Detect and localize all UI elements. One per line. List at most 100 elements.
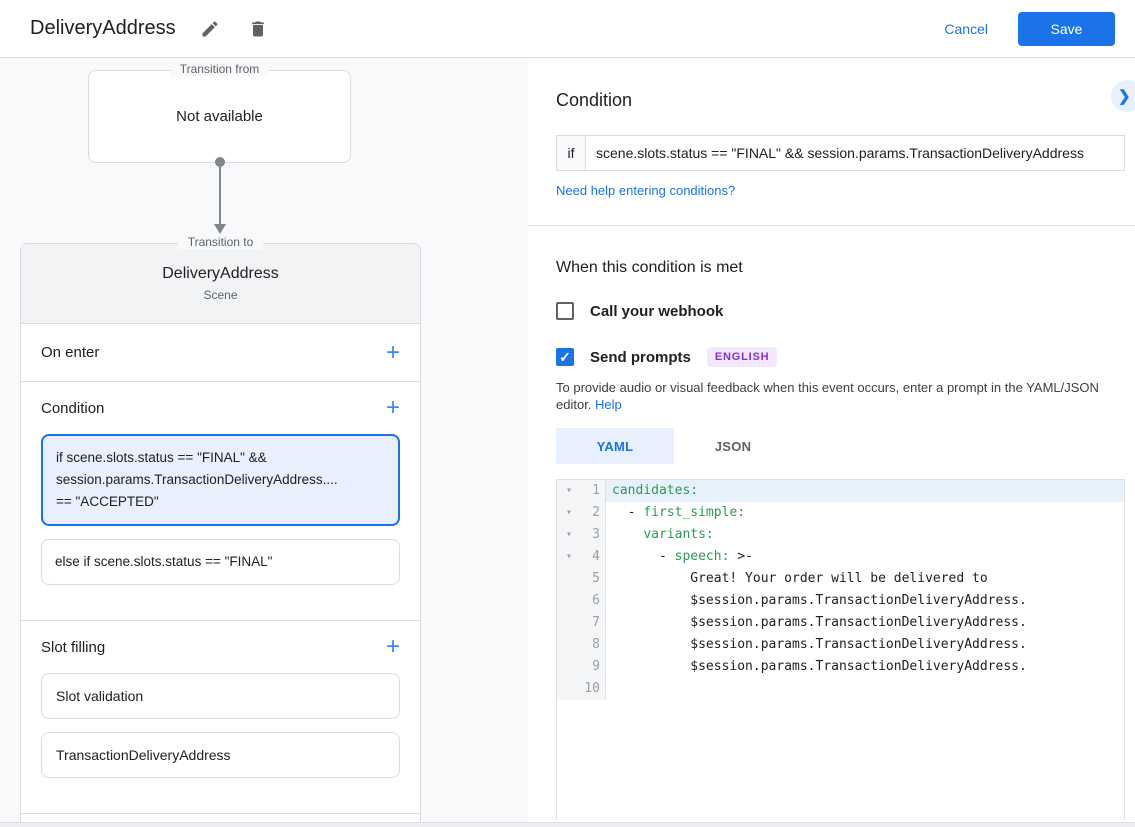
- webhook-checkbox[interactable]: [556, 302, 574, 320]
- send-prompts-checkbox[interactable]: ✓: [556, 348, 574, 366]
- fold-gutter: [557, 568, 581, 590]
- code-text: variants:: [643, 527, 714, 542]
- line-number: 8: [581, 634, 606, 656]
- webhook-label: Call your webhook: [590, 302, 724, 320]
- condition-section-label: Condition: [41, 399, 105, 417]
- collapse-panel-button[interactable]: ❯: [1111, 80, 1135, 112]
- panel-title: Condition: [556, 90, 633, 110]
- scene-type-label: Scene: [203, 288, 238, 302]
- condition-item[interactable]: if scene.slots.status == "FINAL" && sessi…: [41, 434, 400, 526]
- transition-from-legend: Transition from: [169, 62, 270, 76]
- condition-section: Condition + if scene.slots.status == "FI…: [21, 382, 420, 621]
- condition-detail-panel: ❯ Condition if Need help entering condit…: [528, 58, 1135, 827]
- line-number: 2: [581, 502, 606, 524]
- line-number: 4: [581, 546, 606, 568]
- send-prompts-row[interactable]: ✓ Send prompts ENGLISH: [556, 347, 1135, 367]
- line-number: 1: [581, 480, 606, 502]
- pencil-icon: [200, 19, 220, 39]
- scene-graph-canvas: Transition from Not available Transition…: [0, 58, 528, 827]
- on-enter-section: On enter +: [21, 324, 420, 382]
- code-line[interactable]: 8 $session.params.TransactionDeliveryAdd…: [557, 634, 1124, 656]
- chevron-right-icon: ❯: [1118, 88, 1131, 105]
- send-prompts-label: Send prompts: [590, 348, 691, 366]
- fold-gutter: [557, 612, 581, 634]
- top-bar: DeliveryAddress Cancel Save: [0, 0, 1135, 58]
- code-line[interactable]: 5 Great! Your order will be delivered to: [557, 568, 1124, 590]
- cancel-button[interactable]: Cancel: [944, 20, 988, 37]
- when-condition-title: When this condition is met: [556, 259, 743, 276]
- fold-arrow-icon[interactable]: ▾: [557, 524, 581, 546]
- code-line[interactable]: 7 $session.params.TransactionDeliveryAdd…: [557, 612, 1124, 634]
- condition-help-link[interactable]: Need help entering conditions?: [556, 183, 736, 198]
- bottom-strip: [0, 822, 1135, 827]
- code-line[interactable]: 9 $session.params.TransactionDeliveryAdd…: [557, 656, 1124, 678]
- add-slot-button[interactable]: +: [385, 633, 400, 660]
- if-prefix-label: if: [556, 135, 585, 171]
- section-divider: [528, 225, 1135, 226]
- condition-item-line: session.params.TransactionDeliveryAddres…: [56, 472, 338, 487]
- fold-gutter: [557, 656, 581, 678]
- code-line[interactable]: ▾3 variants:: [557, 524, 1124, 546]
- code-text: [606, 678, 1124, 700]
- line-number: 10: [581, 678, 606, 700]
- code-text: candidates:: [606, 480, 1124, 502]
- on-enter-label: On enter: [41, 344, 100, 361]
- condition-expression-row: if: [556, 135, 1125, 171]
- connector-line: [219, 162, 221, 224]
- scene-card: Transition to DeliveryAddress Scene On e…: [20, 235, 421, 827]
- transition-from-box: Transition from Not available: [88, 62, 351, 163]
- add-on-enter-button[interactable]: +: [385, 338, 400, 366]
- call-webhook-row[interactable]: Call your webhook: [556, 302, 1135, 320]
- tab-json[interactable]: JSON: [674, 428, 792, 464]
- line-number: 7: [581, 612, 606, 634]
- code-line[interactable]: ▾2 - first_simple:: [557, 502, 1124, 524]
- fold-gutter: [557, 678, 581, 700]
- condition-item[interactable]: else if scene.slots.status == "FINAL": [41, 539, 400, 585]
- slot-handler-item[interactable]: TransactionDeliveryAddress: [41, 732, 400, 778]
- line-number: 5: [581, 568, 606, 590]
- condition-item-line: == "ACCEPTED": [56, 494, 159, 509]
- scene-card-header: DeliveryAddress Scene: [21, 244, 420, 324]
- editor-note: To provide audio or visual feedback when…: [556, 379, 1114, 413]
- code-text: - first_simple:: [612, 505, 746, 520]
- transition-to-legend: Transition to: [177, 235, 264, 249]
- fold-arrow-icon[interactable]: ▾: [557, 502, 581, 524]
- save-button[interactable]: Save: [1018, 11, 1115, 46]
- slot-handler-item[interactable]: Slot validation: [41, 673, 400, 719]
- page-title: DeliveryAddress: [30, 17, 176, 39]
- code-text: Great! Your order will be delivered to: [612, 571, 988, 586]
- code-text: $session.params.TransactionDeliveryAddre…: [612, 615, 1027, 630]
- fold-arrow-icon[interactable]: ▾: [557, 546, 581, 568]
- tab-yaml[interactable]: YAML: [556, 428, 674, 464]
- fold-arrow-icon[interactable]: ▾: [557, 480, 581, 502]
- delete-scene-button[interactable]: [244, 15, 272, 43]
- trash-icon: [248, 19, 268, 39]
- help-link[interactable]: Help: [595, 397, 622, 412]
- line-number: 9: [581, 656, 606, 678]
- connector-arrowhead: [214, 224, 226, 234]
- condition-item-line: else if scene.slots.status == "FINAL": [55, 554, 273, 569]
- language-badge: ENGLISH: [706, 347, 778, 367]
- code-text: $session.params.TransactionDeliveryAddre…: [612, 659, 1027, 674]
- slot-filling-label: Slot filling: [41, 638, 106, 656]
- add-condition-button[interactable]: +: [385, 394, 400, 421]
- code-text: - speech: >-: [612, 549, 753, 564]
- code-text: $session.params.TransactionDeliveryAddre…: [612, 637, 1027, 652]
- line-number: 3: [581, 524, 606, 546]
- condition-input[interactable]: [585, 135, 1125, 171]
- code-line[interactable]: ▾4 - speech: >-: [557, 546, 1124, 568]
- line-number: 6: [581, 590, 606, 612]
- editor-note-text: To provide audio or visual feedback when…: [556, 380, 1099, 412]
- fold-gutter: [557, 590, 581, 612]
- condition-item-line: if scene.slots.status == "FINAL" &&: [56, 450, 267, 465]
- code-line[interactable]: 10: [557, 678, 1124, 700]
- transition-from-content: Not available: [176, 108, 263, 125]
- edit-scene-button[interactable]: [196, 15, 224, 43]
- code-text: $session.params.TransactionDeliveryAddre…: [612, 593, 1027, 608]
- code-line[interactable]: 6 $session.params.TransactionDeliveryAdd…: [557, 590, 1124, 612]
- scene-name: DeliveryAddress: [162, 265, 279, 282]
